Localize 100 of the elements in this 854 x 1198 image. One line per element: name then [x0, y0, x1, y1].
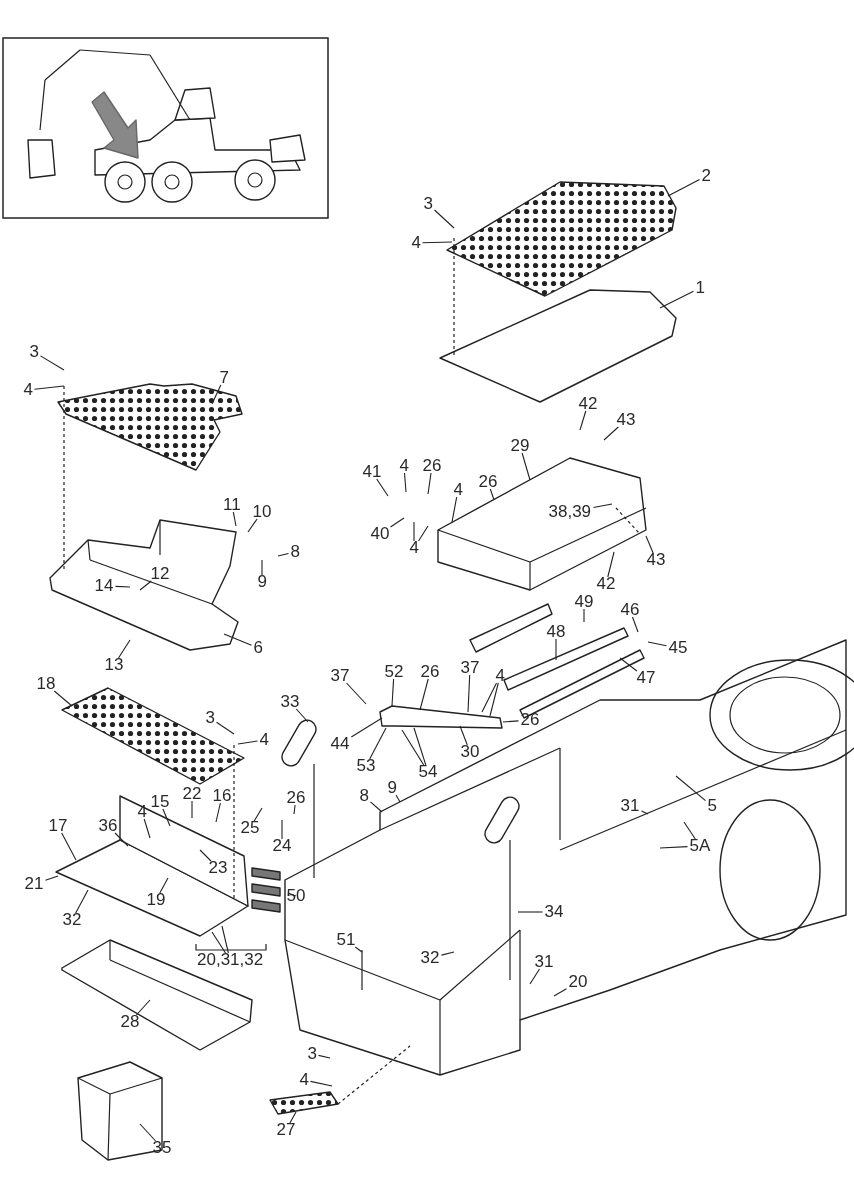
leader-line: [421, 241, 453, 244]
leader-line: [253, 807, 263, 822]
leader-line: [403, 472, 407, 493]
callout-number: 37: [459, 659, 481, 677]
callout-number: 43: [615, 411, 637, 429]
callout-number: 11: [222, 496, 242, 514]
callout-number: 1: [694, 279, 706, 297]
leader-line: [237, 740, 259, 745]
leader-line: [659, 846, 689, 849]
leader-line: [553, 988, 568, 997]
leader-line: [579, 410, 587, 431]
leader-line: [427, 472, 432, 495]
callout-number: 5A: [688, 837, 712, 855]
callout-number: 26: [421, 457, 443, 475]
leader-line: [117, 639, 131, 659]
leader-line: [114, 832, 129, 847]
leader-line: [419, 678, 429, 711]
callout-number: 14: [93, 577, 115, 595]
leader-line: [75, 889, 89, 914]
leader-line: [517, 911, 544, 913]
leader-line: [199, 849, 212, 862]
callout-number: 35: [151, 1139, 173, 1157]
leader-line: [61, 832, 77, 861]
leader-line: [675, 775, 707, 802]
callout-number: 17: [47, 817, 69, 835]
leader-line: [135, 999, 151, 1016]
leader-line: [645, 535, 654, 554]
callout-number: 30: [459, 743, 481, 761]
callout-number: 50: [285, 887, 307, 905]
callout-number: 3: [422, 195, 434, 213]
leader-line: [529, 968, 541, 985]
leader-line: [555, 638, 557, 661]
callout-number: 19: [145, 891, 167, 909]
leader-line: [191, 800, 193, 819]
leader-line: [53, 690, 73, 707]
callout-number: 26: [477, 473, 499, 491]
leader-line: [44, 875, 59, 881]
leader-line: [647, 641, 668, 647]
callout-number: 54: [417, 763, 439, 781]
leader-line: [451, 496, 458, 523]
leader-line: [317, 1054, 331, 1059]
leader-line: [143, 818, 151, 839]
callout-number: 12: [149, 565, 171, 583]
callout-number: 44: [329, 735, 351, 753]
leader-line: [215, 802, 221, 823]
callout-number: 42: [595, 575, 617, 593]
leader-line: [489, 682, 499, 717]
callout-number: 40: [369, 525, 391, 543]
leader-line: [215, 721, 235, 735]
callout-number: 2: [700, 167, 712, 185]
callout-number: 32: [61, 911, 83, 929]
leader-line: [413, 727, 427, 766]
leader-line: [223, 633, 253, 646]
callout-number: 8: [289, 543, 301, 561]
callout-number: 23: [207, 859, 229, 877]
callout-number: 49: [573, 593, 595, 611]
leader-line: [139, 1123, 157, 1142]
callout-number: 28: [119, 1013, 141, 1031]
callout-number: 36: [97, 817, 119, 835]
leader-line: [350, 717, 383, 738]
callout-number: 8: [358, 787, 370, 805]
callout-number: 26: [519, 711, 541, 729]
leader-line: [603, 426, 619, 441]
callout-number: 24: [271, 837, 293, 855]
leader-line: [281, 819, 283, 840]
leader-line: [667, 178, 701, 197]
callout-number: 4: [452, 481, 464, 499]
callout-number: 47: [635, 669, 657, 687]
leader-line: [287, 892, 297, 897]
callout-number: 26: [285, 789, 307, 807]
callout-number: 31: [619, 797, 641, 815]
callout-number: 21: [23, 875, 45, 893]
leader-line: [211, 384, 222, 405]
callout-number: 4: [136, 803, 148, 821]
callout-number: 5: [706, 797, 718, 815]
callout-number: 42: [577, 395, 599, 413]
callout-number: 34: [543, 903, 565, 921]
leader-line: [417, 525, 429, 542]
leader-line: [221, 925, 229, 954]
leader-line: [369, 727, 387, 760]
leader-line: [232, 511, 237, 527]
leader-line: [481, 682, 498, 713]
callout-number: 25: [239, 819, 261, 837]
callout-number: 13: [103, 656, 125, 674]
leader-line: [502, 720, 520, 723]
callout-number: 46: [619, 601, 641, 619]
callout-number: 48: [545, 623, 567, 641]
callout-number: 53: [355, 757, 377, 775]
callout-number: 3: [204, 709, 216, 727]
callout-number: 22: [181, 785, 203, 803]
leader-line: [521, 452, 531, 481]
callout-number: 4: [258, 731, 270, 749]
leader-line: [345, 682, 367, 705]
leader-line: [376, 478, 389, 497]
callout-number: 4: [298, 1071, 310, 1089]
callout-number: 20,31,32: [196, 951, 265, 969]
callout-number: 26: [419, 663, 441, 681]
leader-line: [39, 355, 65, 371]
leader-line: [592, 503, 613, 509]
callout-number: 9: [386, 779, 398, 797]
